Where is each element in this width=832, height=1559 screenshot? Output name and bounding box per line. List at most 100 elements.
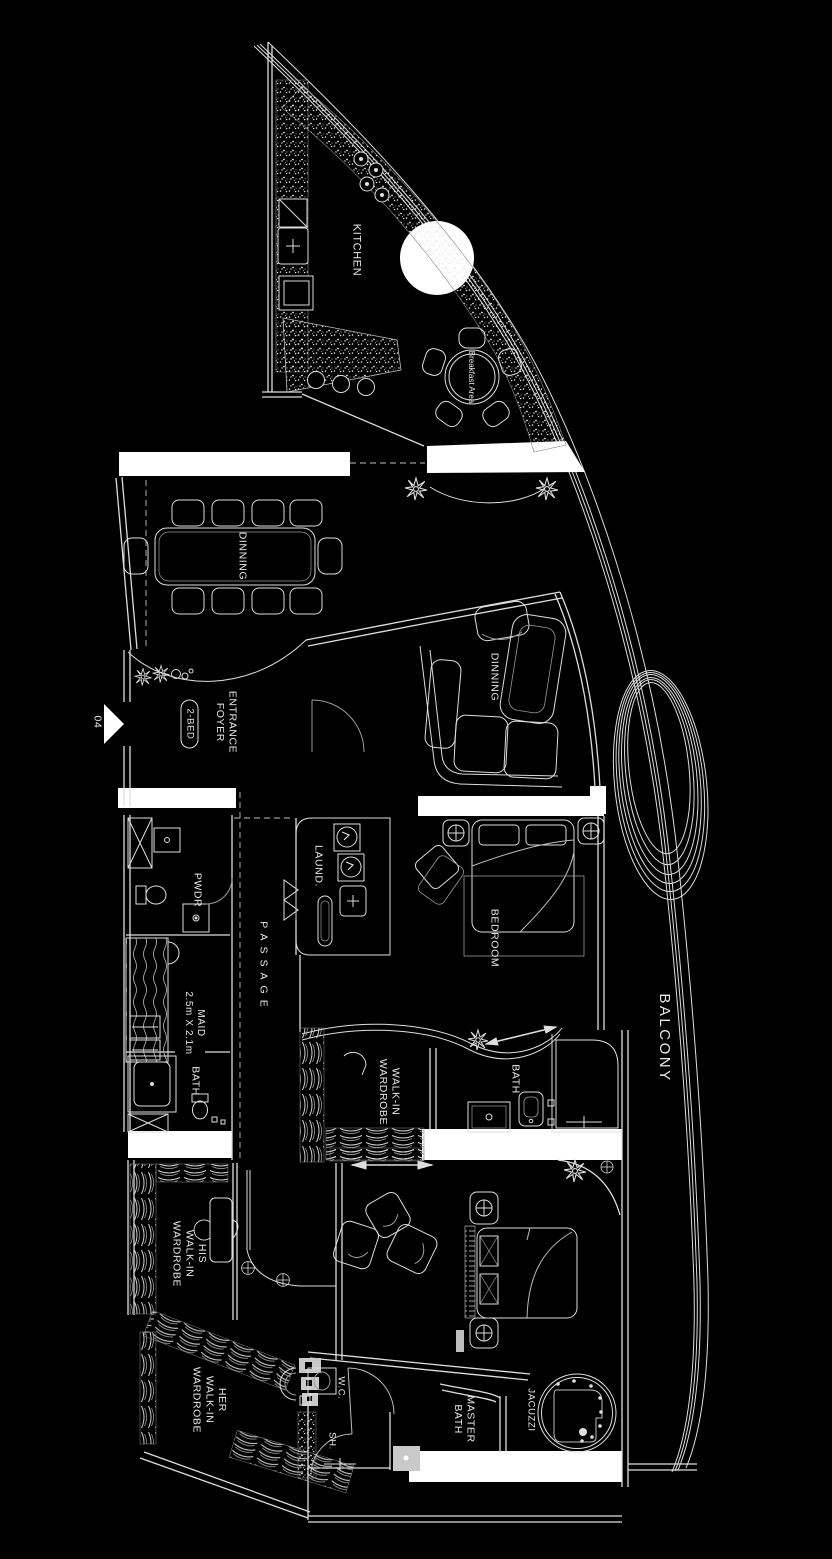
balcony-facade-curve bbox=[253, 41, 709, 1473]
toilet-bowl bbox=[192, 1100, 208, 1120]
label-entrance-foyer: ENTRANCE FOYER bbox=[214, 690, 239, 754]
breakfast-table bbox=[422, 327, 522, 428]
plant-icon bbox=[535, 477, 559, 501]
hanger-rail bbox=[142, 1310, 296, 1391]
blanket-fold bbox=[526, 1227, 573, 1319]
nightstand bbox=[442, 819, 470, 847]
plant-icon bbox=[152, 665, 170, 683]
hanger-rail bbox=[139, 1331, 157, 1445]
wall-light-icon bbox=[600, 1160, 614, 1174]
jacuzzi-jets bbox=[556, 1379, 603, 1443]
breakfast-chairs bbox=[422, 327, 522, 428]
pillow bbox=[478, 824, 520, 846]
label-laundry: LAUND. bbox=[312, 844, 325, 888]
door-swing bbox=[311, 699, 365, 753]
label-balcony: BALCONY bbox=[656, 993, 673, 1083]
chaise bbox=[499, 614, 567, 724]
nightstand bbox=[469, 1191, 499, 1225]
lamp-icon bbox=[582, 822, 600, 840]
hanger-rail bbox=[129, 1163, 157, 1315]
wc-toilet bbox=[307, 1367, 337, 1395]
door-swing bbox=[310, 1433, 353, 1473]
label-unit-number: 04 bbox=[91, 715, 104, 729]
label-powder: PWDR bbox=[191, 872, 204, 908]
head-rest bbox=[167, 941, 180, 965]
toilet bbox=[518, 1091, 544, 1127]
armchair bbox=[474, 600, 530, 642]
plant-icon bbox=[404, 477, 428, 501]
shower-drain bbox=[566, 1116, 602, 1128]
master-bath-jacuzzi bbox=[537, 1373, 617, 1453]
toilet-tank bbox=[135, 885, 147, 905]
label-bedroom: BEDROOM bbox=[488, 908, 501, 968]
nightstand bbox=[577, 817, 605, 845]
his-wardrobe bbox=[129, 1147, 425, 1391]
plant-icon bbox=[134, 668, 152, 686]
kitchen-area bbox=[275, 79, 567, 453]
toilet-bowl bbox=[145, 885, 167, 905]
lamp-icon bbox=[475, 1324, 493, 1342]
master-bedroom bbox=[333, 1159, 614, 1352]
unit-badge-outline bbox=[180, 699, 199, 749]
lamp-icon bbox=[447, 824, 465, 842]
door-swing bbox=[347, 1367, 395, 1415]
maid-bed bbox=[125, 937, 169, 1063]
door-roller-icon bbox=[276, 1273, 290, 1287]
label-her-wardrobe: HER WALK-IN WARDROBE bbox=[190, 1366, 228, 1434]
ironing-board bbox=[317, 895, 333, 947]
dashed-lines bbox=[145, 462, 425, 1158]
rug bbox=[463, 875, 585, 957]
window-planter bbox=[404, 477, 559, 504]
label-breakfast-area: Breakfast Area bbox=[466, 350, 476, 404]
label-his-wardrobe: HIS WALK-IN WARDROBE bbox=[170, 1220, 208, 1288]
guest-bathroom bbox=[467, 1034, 622, 1133]
maid-room bbox=[125, 937, 180, 1063]
washing-machines bbox=[333, 823, 365, 882]
hanger-rail bbox=[299, 1027, 325, 1163]
label-wc: W.C. bbox=[335, 1376, 347, 1400]
wc-shower bbox=[299, 1367, 395, 1473]
console-curve bbox=[127, 639, 307, 682]
sofa-set bbox=[419, 600, 567, 788]
guest-wardrobe bbox=[299, 1027, 425, 1163]
label-unit-badge: 2-BED bbox=[184, 708, 196, 740]
door-roller-icon bbox=[241, 1261, 255, 1275]
dining-table-group bbox=[123, 499, 343, 615]
label-maid-bath: BATH bbox=[189, 1066, 202, 1096]
dining-chairs bbox=[123, 499, 343, 615]
label-maid: MAID 2.5m X 2.1m bbox=[183, 991, 206, 1055]
walls bbox=[115, 42, 697, 1523]
toilet-tank bbox=[191, 1093, 209, 1103]
label-shower: SH. bbox=[326, 1432, 338, 1450]
headboard bbox=[464, 1225, 476, 1319]
stool bbox=[193, 1219, 211, 1241]
label-jacuzzi: JACUZZI bbox=[525, 1388, 537, 1432]
bedroom-bath-curved-wall bbox=[301, 1023, 563, 1060]
shower-enclosure bbox=[551, 1034, 622, 1133]
label-living-dining: DINNING bbox=[488, 652, 501, 702]
door-swing bbox=[205, 877, 233, 905]
label-dining-table: DINNING bbox=[236, 531, 249, 581]
hanger-rail bbox=[155, 1163, 229, 1183]
vanity bbox=[467, 1101, 511, 1133]
stool bbox=[343, 1051, 367, 1076]
hanger-rail bbox=[228, 1430, 355, 1494]
label-kitchen: KITCHEN bbox=[350, 223, 363, 277]
island-stools bbox=[307, 371, 375, 396]
label-walkin-wardrobe: WALK-IN WARDROBE bbox=[377, 1058, 402, 1126]
balcony-oval-lounger bbox=[612, 670, 709, 900]
armchair-trio bbox=[333, 1191, 438, 1274]
dressing-table bbox=[209, 1197, 233, 1263]
label-passage: PASSAGE bbox=[257, 921, 270, 1013]
maid-bathroom bbox=[127, 1055, 226, 1133]
tiled-strip bbox=[297, 1411, 317, 1479]
lamp-icon bbox=[475, 1199, 493, 1217]
guest-bedroom bbox=[415, 817, 605, 957]
label-guest-bath: BATH bbox=[509, 1064, 522, 1094]
laundry-sink bbox=[339, 885, 367, 917]
entrance-foyer-group bbox=[127, 639, 365, 753]
entry-arrow-icon bbox=[104, 704, 124, 744]
laundry-room bbox=[295, 817, 391, 956]
stove-burners bbox=[353, 151, 390, 203]
